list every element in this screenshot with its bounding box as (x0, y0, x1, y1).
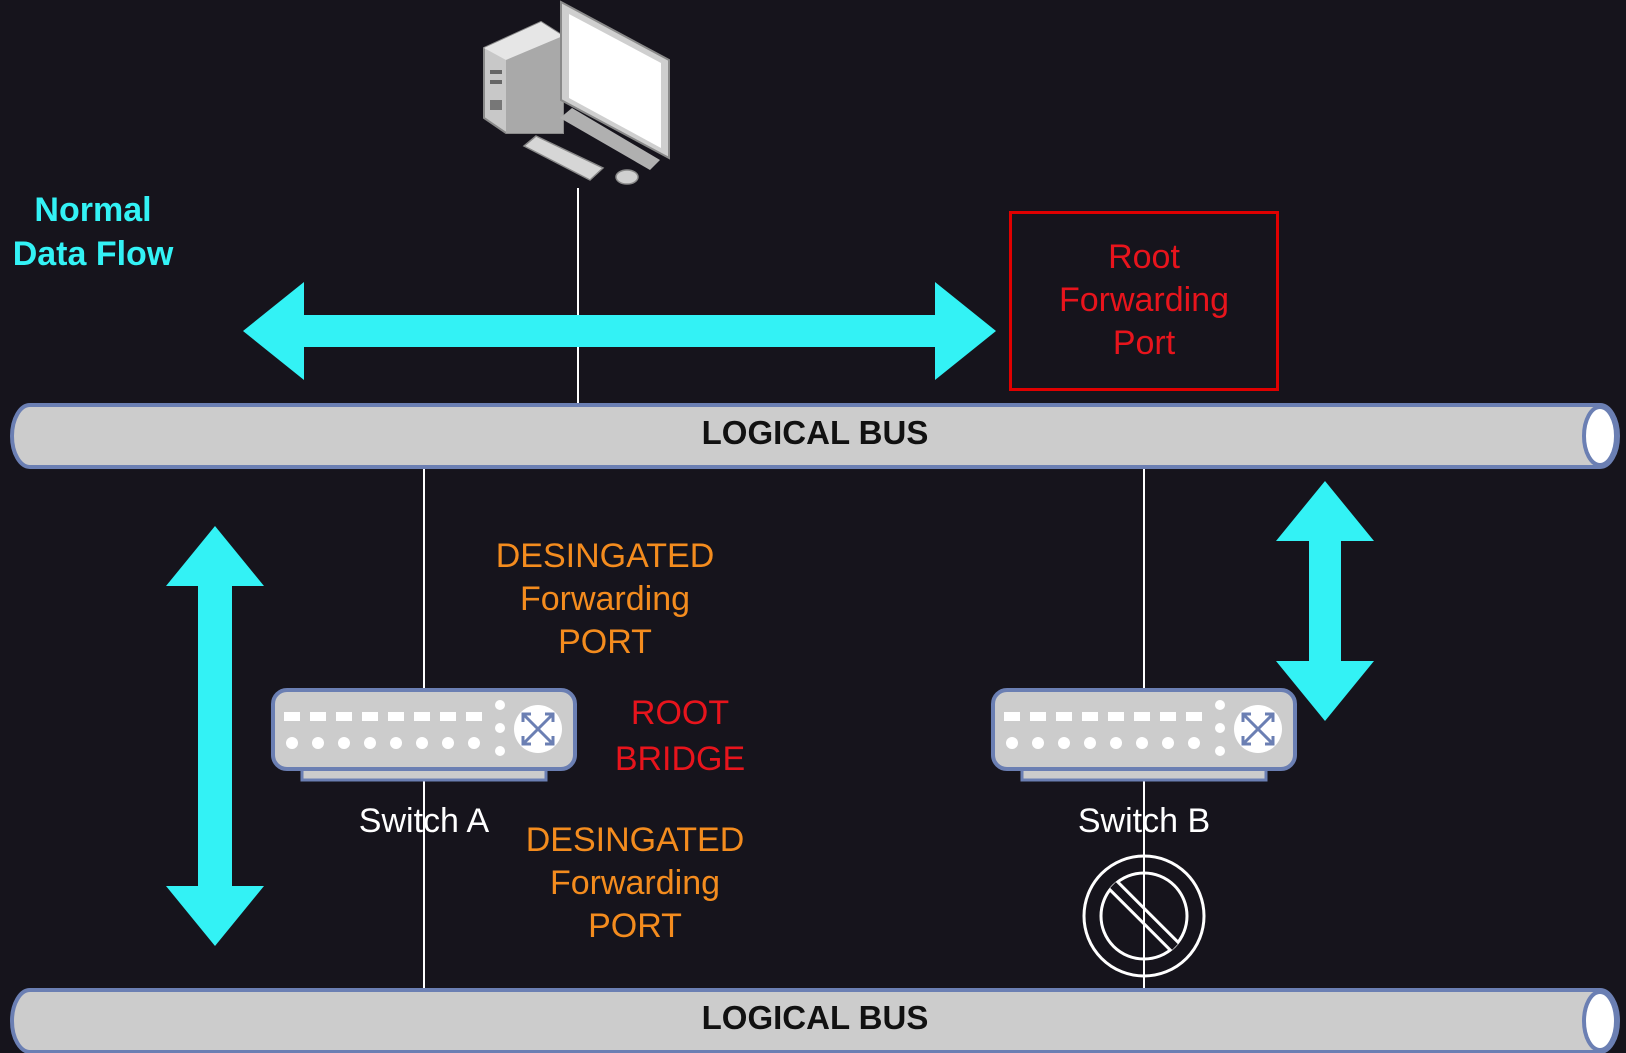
logical-bus-bottom (10, 988, 1620, 1053)
root-bridge-label: ROOT BRIDGE (590, 690, 770, 782)
designated-lower-line2: Forwarding (549, 864, 721, 902)
double-arrow-icon (166, 526, 264, 946)
switch-icon (991, 688, 1297, 782)
logical-bus-bottom-label: LOGICAL BUS (701, 999, 929, 1036)
designated-port-lower-label: DESINGATED Forwarding PORT (490, 819, 780, 948)
designated-port-upper-label: DESINGATED Forwarding PORT (460, 535, 750, 664)
double-arrow-icon (243, 282, 996, 380)
root-box-line3: Port (1112, 324, 1176, 362)
blocked-port-icon (1082, 850, 1206, 982)
normal-data-flow-label: Normal Data Flow (0, 188, 186, 276)
root-box-line2: Forwarding (1058, 281, 1230, 319)
designated-upper-line1: DESINGATED (495, 537, 715, 575)
double-arrow-icon (1276, 481, 1374, 721)
root-box-line1: Root (1108, 238, 1180, 276)
switch-icon (271, 688, 577, 782)
root-forwarding-port-box: Root Forwarding Port (1009, 211, 1279, 391)
designated-lower-line3: PORT (588, 907, 682, 945)
flow-label-line2: Data Flow (12, 235, 174, 273)
flow-label-line1: Normal (34, 191, 152, 229)
logical-bus-top-label: LOGICAL BUS (701, 414, 929, 451)
switch-b-label: Switch B (1077, 802, 1211, 840)
designated-upper-line3: PORT (558, 623, 652, 661)
designated-lower-line1: DESINGATED (525, 821, 745, 859)
designated-upper-line2: Forwarding (519, 580, 691, 618)
logical-bus-top (10, 403, 1620, 469)
switch-a-label: Switch A (358, 802, 490, 840)
root-bridge-line1: ROOT (630, 694, 730, 732)
desktop-computer-icon (483, 0, 670, 185)
root-bridge-line2: BRIDGE (614, 740, 746, 778)
